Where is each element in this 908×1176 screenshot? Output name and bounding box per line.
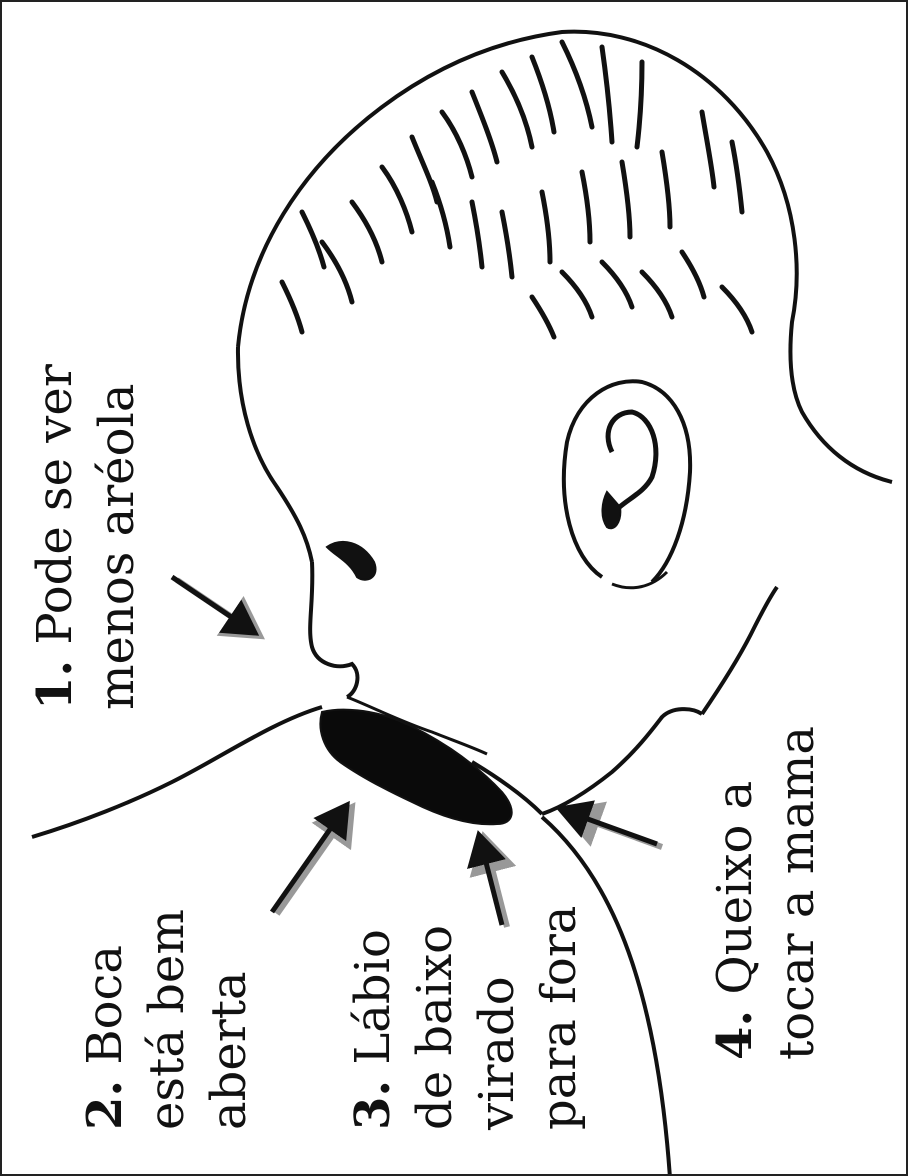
annotation-2: 2. Boca está bem aberta (74, 909, 260, 1130)
annotation-1-number: 1. (27, 660, 83, 710)
baby-ear-canal (602, 492, 620, 528)
baby-head-outline (238, 32, 892, 482)
annotation-3-number: 3. (345, 1080, 401, 1130)
annotation-4: 4. Queixo a tocar a mama (704, 726, 828, 1060)
annotation-1: 1. Pode se ver menos aréola (24, 364, 148, 710)
annotation-2-number: 2. (77, 1080, 133, 1130)
annotation-3-line-2: de baixo (404, 906, 466, 1130)
annotation-2-line-3: aberta (198, 909, 260, 1130)
annotation-1-line-2: menos aréola (86, 364, 148, 710)
arrow-4 (560, 809, 662, 847)
annotation-2-line-1: Boca (77, 945, 133, 1065)
annotation-4-line-1: Queixo a (707, 781, 763, 995)
arrow-2 (272, 805, 352, 914)
annotation-3-line-4: para fora (528, 906, 590, 1130)
baby-hair (282, 42, 752, 337)
annotation-4-line-2: tocar a mama (766, 726, 828, 1060)
annotation-4-number: 4. (707, 1010, 763, 1060)
annotation-1-line-1: Pode se ver (27, 364, 83, 644)
annotation-3: 3. Lábio de baixo virado para fora (342, 906, 590, 1130)
arrow-1 (172, 577, 260, 636)
breast-outline (32, 707, 322, 837)
baby-chin (542, 709, 702, 814)
baby-nose (310, 562, 357, 697)
baby-forehead (238, 347, 312, 562)
annotation-3-line-1: Lábio (345, 929, 401, 1064)
annotation-2-line-2: está bem (136, 909, 198, 1130)
annotation-3-line-3: virado (466, 906, 528, 1130)
baby-nostril (327, 542, 376, 580)
baby-jaw (702, 587, 777, 714)
